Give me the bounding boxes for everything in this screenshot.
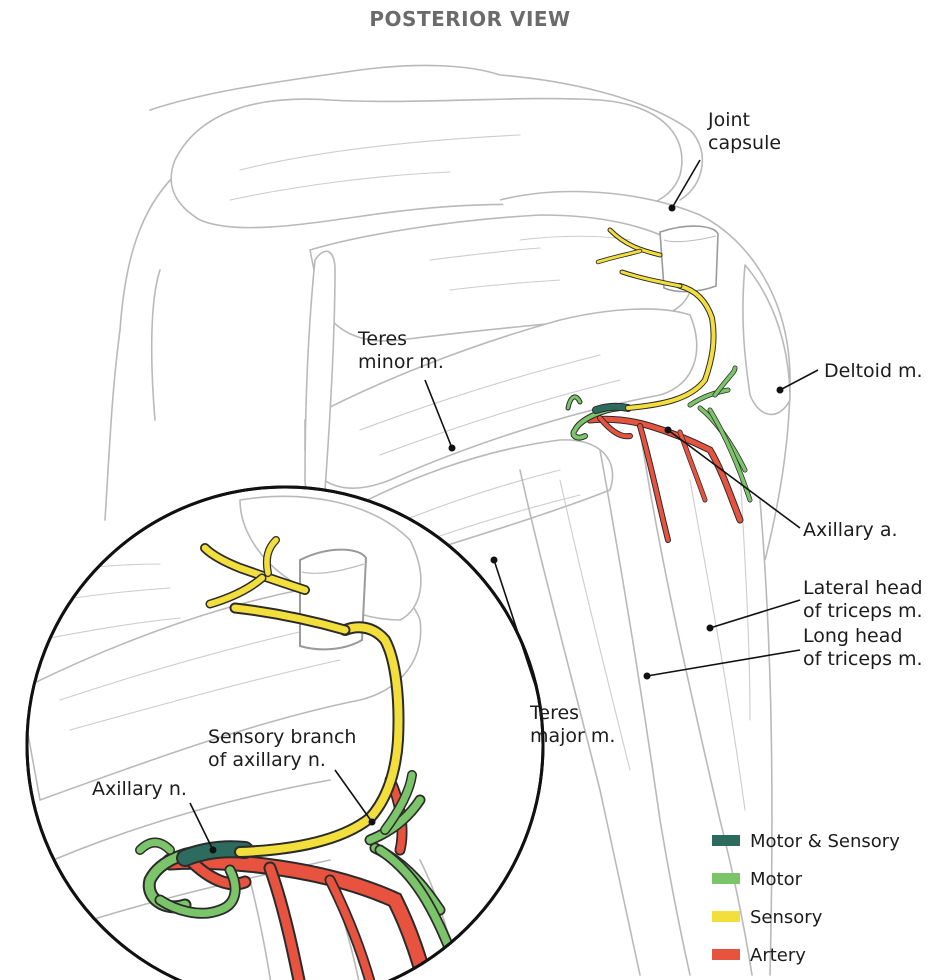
label-sensory-branch-line2: of axillary n. (208, 749, 326, 771)
label-lateral-head-line2: of triceps m. (803, 600, 923, 622)
label-long-head-line1: Long head (803, 625, 902, 647)
legend-label-sensory: Sensory (750, 907, 823, 928)
label-long-head-line2: of triceps m. (803, 648, 923, 670)
label-joint-capsule-line1: Joint (707, 109, 750, 131)
legend-swatch-artery (712, 949, 740, 960)
legend-label-motor: Motor (750, 869, 803, 890)
label-lateral-head-line1: Lateral head (803, 577, 923, 599)
legend: Motor & Sensory Motor Sensory Artery (712, 831, 900, 966)
label-teres-major-line1: Teres (529, 702, 579, 724)
legend-swatch-sensory (712, 911, 740, 922)
legend-label-artery: Artery (750, 945, 806, 966)
label-joint-capsule-line2: capsule (708, 132, 781, 154)
figure-title: POSTERIOR VIEW (369, 7, 570, 31)
legend-swatch-motor (712, 873, 740, 884)
label-deltoid: Deltoid m. (824, 360, 923, 382)
label-teres-minor-line1: Teres (357, 328, 407, 350)
label-teres-minor-line2: minor m. (358, 351, 444, 373)
legend-swatch-motor-sensory (712, 835, 740, 846)
label-axillary-artery: Axillary a. (803, 519, 898, 541)
label-teres-major-line2: major m. (530, 725, 615, 747)
legend-label-motor-sensory: Motor & Sensory (750, 831, 900, 852)
label-axillary-nerve: Axillary n. (92, 778, 187, 800)
label-sensory-branch-line1: Sensory branch (208, 726, 356, 748)
